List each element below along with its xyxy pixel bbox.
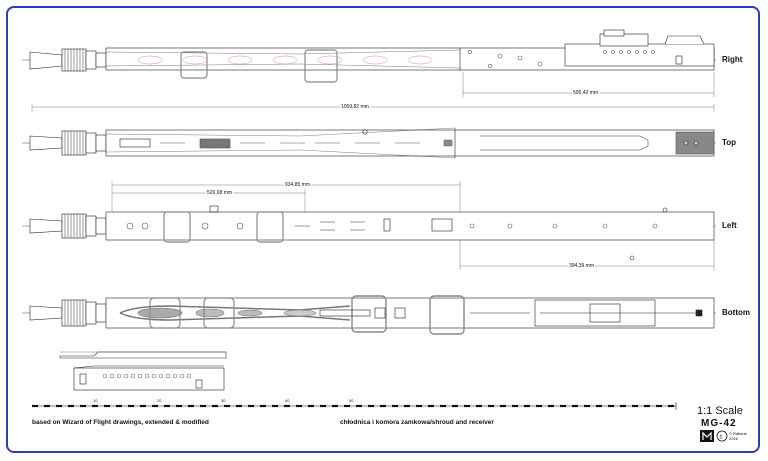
scale-label: 1:1 Scale [697, 405, 743, 417]
svg-text:c: c [720, 435, 723, 441]
ruler-tick-label: 40 [285, 398, 290, 403]
view-label-right: Right [722, 55, 743, 64]
scale-ruler [32, 402, 677, 410]
ruler-tick-label: 20 [157, 398, 162, 403]
ruler-tick-label: 30 [221, 398, 226, 403]
detail-part [59, 351, 227, 391]
bottom-view [22, 295, 716, 335]
copyright-text: © Rafiorts 2016 [729, 431, 747, 441]
view-label-top: Top [722, 138, 737, 147]
top-view [22, 104, 716, 159]
ruler-tick-label: 50 [349, 398, 354, 403]
credit-text: based on Wizard of Flight drawings, exte… [32, 419, 209, 426]
dimension-left-mid: 526,68 mm [206, 190, 234, 196]
right-view [22, 29, 716, 97]
view-label-left: Left [722, 221, 737, 230]
view-label-bottom: Bottom [722, 308, 750, 317]
logo-icon: c [700, 430, 728, 442]
model-name: MG-42 [701, 418, 737, 429]
dimension-left-long: 934,85 mm [284, 182, 312, 188]
left-view [22, 181, 716, 270]
dimension-right-length: 595,42 mm [572, 90, 600, 96]
caption-text: chłodnica i komora zamkowa/shroud and re… [340, 419, 494, 426]
dimension-left-short: 394,39 mm [568, 263, 596, 269]
dimension-top-total: 1059,82 mm [340, 104, 370, 110]
ruler-tick-label: 10 [93, 398, 98, 403]
